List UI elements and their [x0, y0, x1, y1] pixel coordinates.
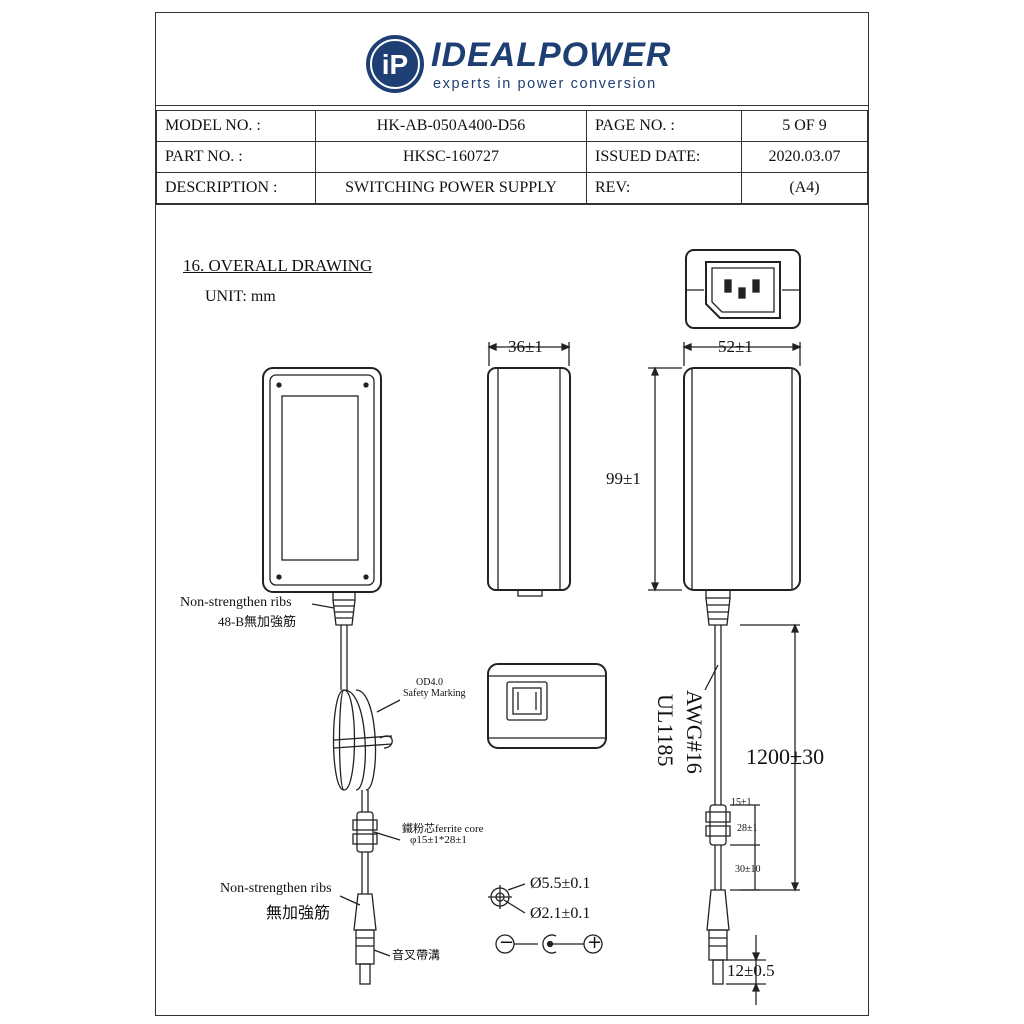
inlet-view — [685, 249, 801, 329]
brand-name-ideal: IDEAL — [431, 36, 538, 74]
issued-label: ISSUED DATE: — [586, 141, 742, 173]
front-view — [262, 367, 393, 985]
model-label: MODEL NO. : — [156, 110, 316, 142]
issued-value: 2020.03.07 — [741, 141, 868, 173]
polarity-plus-label: + — [587, 932, 603, 953]
section-title-text: 16. OVERALL DRAWING — [183, 256, 373, 275]
ribs-top-label-cn: 48-B無加強筋 — [218, 614, 297, 629]
ul-label: UL1185 — [653, 694, 678, 767]
dim-28: 28±1 — [737, 823, 758, 834]
ferrite-spec: φ15±1*28±1 — [410, 834, 467, 846]
ribs-bottom-label-cn: 無加強筋 — [266, 905, 331, 922]
dim-plug-length: 12±0.5 — [727, 961, 775, 980]
dim-30: 30±10 — [735, 864, 761, 875]
header-rule-top — [156, 105, 868, 106]
ribs-bottom-label: Non-strengthen ribs — [220, 881, 332, 896]
section-title: 16. OVERALL DRAWING — [183, 256, 372, 276]
dim-depth: 36±1 — [508, 337, 543, 356]
back-view — [648, 342, 802, 1005]
brand-tagline: experts in power conversion — [433, 76, 657, 92]
polarity-symbol — [495, 934, 603, 954]
outer-diameter: Ø5.5±0.1 — [530, 875, 591, 892]
company-logo: iP IDEALPOWER experts in power conversio… — [365, 34, 695, 96]
ribs-top-leader — [311, 603, 335, 609]
description-value: SWITCHING POWER SUPPLY — [315, 172, 587, 204]
polarity-minus-label: − — [499, 932, 515, 953]
awg-label: AWG#16 — [682, 690, 707, 774]
dim-15: 15±1 — [731, 797, 752, 808]
brand-name: IDEALPOWER — [431, 36, 671, 75]
ribs-bottom-leader — [339, 895, 361, 906]
header-info-table: MODEL NO. : HK-AB-050A400-D56 PAGE NO. :… — [156, 110, 868, 204]
rev-label: REV: — [586, 172, 742, 204]
ferrite-label: 鐵粉芯ferrite core — [402, 823, 484, 835]
part-value: HKSC-160727 — [315, 141, 587, 173]
ribs-top-label: Non-strengthen ribs — [180, 595, 292, 610]
page-label: PAGE NO. : — [586, 110, 742, 142]
badge-text: iP — [382, 49, 408, 80]
ip-badge-icon: iP — [366, 35, 424, 93]
brand-name-power: POWER — [538, 36, 672, 74]
table-row: DESCRIPTION : SWITCHING POWER SUPPLY REV… — [156, 172, 868, 204]
unit-label: UNIT: mm — [205, 288, 276, 305]
dim-cable-length: 1200±30 — [746, 744, 825, 769]
inner-diameter: Ø2.1±0.1 — [530, 905, 591, 922]
ferrite-leader — [373, 831, 401, 841]
groove-label: 音叉帶溝 — [392, 948, 441, 962]
description-label: DESCRIPTION : — [156, 172, 316, 204]
od-label: OD4.0 — [416, 677, 443, 688]
dim-height: 99±1 — [606, 469, 641, 488]
table-row: MODEL NO. : HK-AB-050A400-D56 PAGE NO. :… — [156, 110, 868, 142]
header-rule-bottom — [156, 204, 868, 205]
safety-label: Safety Marking — [403, 688, 466, 699]
safety-leader — [376, 699, 401, 713]
side-view — [487, 342, 571, 597]
drawing-sheet — [155, 12, 869, 1016]
part-label: PART NO. : — [156, 141, 316, 173]
rev-value: (A4) — [741, 172, 868, 204]
dim-width: 52±1 — [718, 337, 753, 356]
model-value: HK-AB-050A400-D56 — [315, 110, 587, 142]
dc-jack-symbol — [488, 883, 526, 914]
table-row: PART NO. : HKSC-160727 ISSUED DATE: 2020… — [156, 141, 868, 173]
page-value: 5 OF 9 — [741, 110, 868, 142]
bottom-view — [487, 663, 607, 749]
groove-leader — [373, 949, 391, 957]
